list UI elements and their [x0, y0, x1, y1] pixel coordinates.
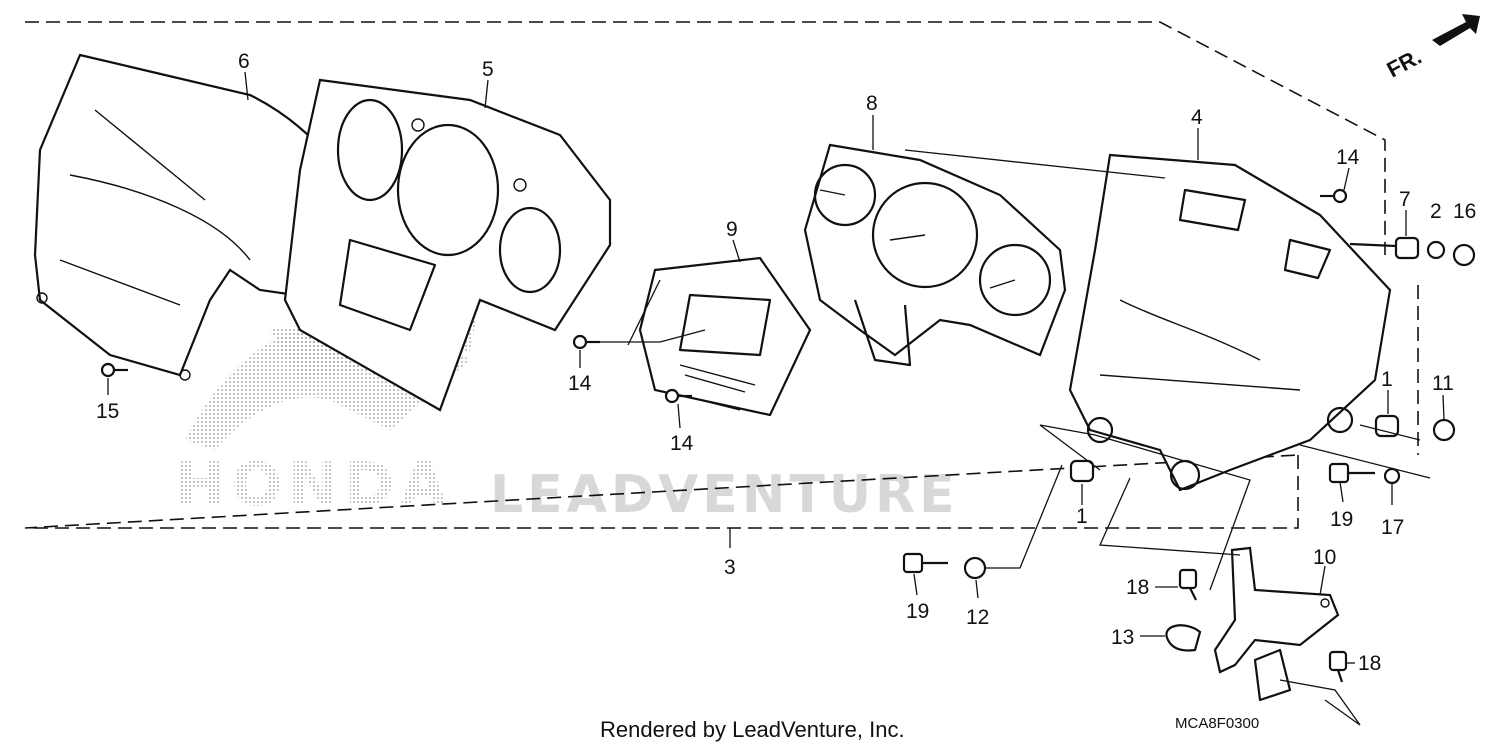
grommet-part-1a	[1374, 414, 1400, 438]
callout-6: 6	[238, 50, 250, 73]
bolt-part-19b	[902, 552, 948, 574]
nut-part-11	[1432, 418, 1456, 442]
callout-18-top: 18	[1126, 576, 1149, 599]
callout-16: 16	[1453, 200, 1476, 223]
callout-14-bottom: 14	[670, 432, 694, 455]
assembly-outline	[24, 21, 1419, 529]
bolt-part-18b	[1328, 650, 1348, 683]
collar-part-2	[1426, 240, 1446, 260]
callout-4: 4	[1191, 106, 1203, 129]
bolt-part-18a	[1178, 568, 1198, 601]
callout-2: 2	[1430, 200, 1442, 223]
callout-1-right: 1	[1381, 368, 1393, 391]
grommet-part-7	[1349, 236, 1420, 260]
callout-5: 5	[482, 58, 494, 81]
diagram-code: MCA8F0300	[1175, 715, 1260, 732]
washer-part-12	[963, 556, 987, 580]
nut-part-16	[1452, 243, 1476, 267]
screw-part-14c	[1320, 188, 1348, 204]
meter-case-part-4	[1068, 153, 1392, 492]
bracket-part-10	[1213, 546, 1340, 702]
callout-8: 8	[866, 92, 878, 115]
callout-14-left: 14	[568, 372, 592, 395]
callout-7: 7	[1399, 188, 1411, 211]
footer-credit: Rendered by LeadVenture, Inc.	[600, 717, 905, 742]
callout-1-bottom: 1	[1076, 505, 1088, 528]
callout-19-left: 19	[906, 600, 929, 623]
washer-part-17	[1383, 467, 1401, 485]
callout-9: 9	[726, 218, 738, 241]
callout-11: 11	[1432, 372, 1454, 395]
bolt-part-19a	[1328, 462, 1375, 484]
front-direction-label: FR.	[1383, 44, 1426, 83]
leader-lines	[107, 71, 1445, 726]
callout-12: 12	[966, 606, 989, 629]
screw-part-14a	[572, 334, 600, 350]
leadventure-watermark: LEADVENTURE	[490, 465, 959, 525]
screw-part-14b	[664, 388, 692, 404]
callout-10: 10	[1313, 546, 1336, 569]
callouts: 6 5 8 9 4 14 7 2 16 1 11 15 14 14 1 19 1…	[96, 50, 1476, 675]
clip-part-13	[1165, 624, 1202, 652]
meter-faces-part-8	[803, 143, 1067, 367]
callout-15: 15	[96, 400, 119, 423]
fasteners	[100, 188, 1476, 683]
callout-19-right: 19	[1330, 508, 1353, 531]
callout-14-top: 14	[1336, 146, 1360, 169]
callout-18-bottom: 18	[1358, 652, 1381, 675]
meter-panel-part-5	[283, 78, 612, 412]
callout-13: 13	[1111, 626, 1134, 649]
front-direction-arrow: FR.	[1383, 14, 1480, 82]
lcd-unit-part-9	[638, 256, 812, 417]
callout-3: 3	[724, 556, 736, 579]
screw-part-15	[100, 362, 128, 378]
honda-watermark-text: HONDA	[175, 450, 453, 520]
callout-17: 17	[1381, 516, 1404, 539]
grommet-part-1b	[1069, 459, 1095, 483]
